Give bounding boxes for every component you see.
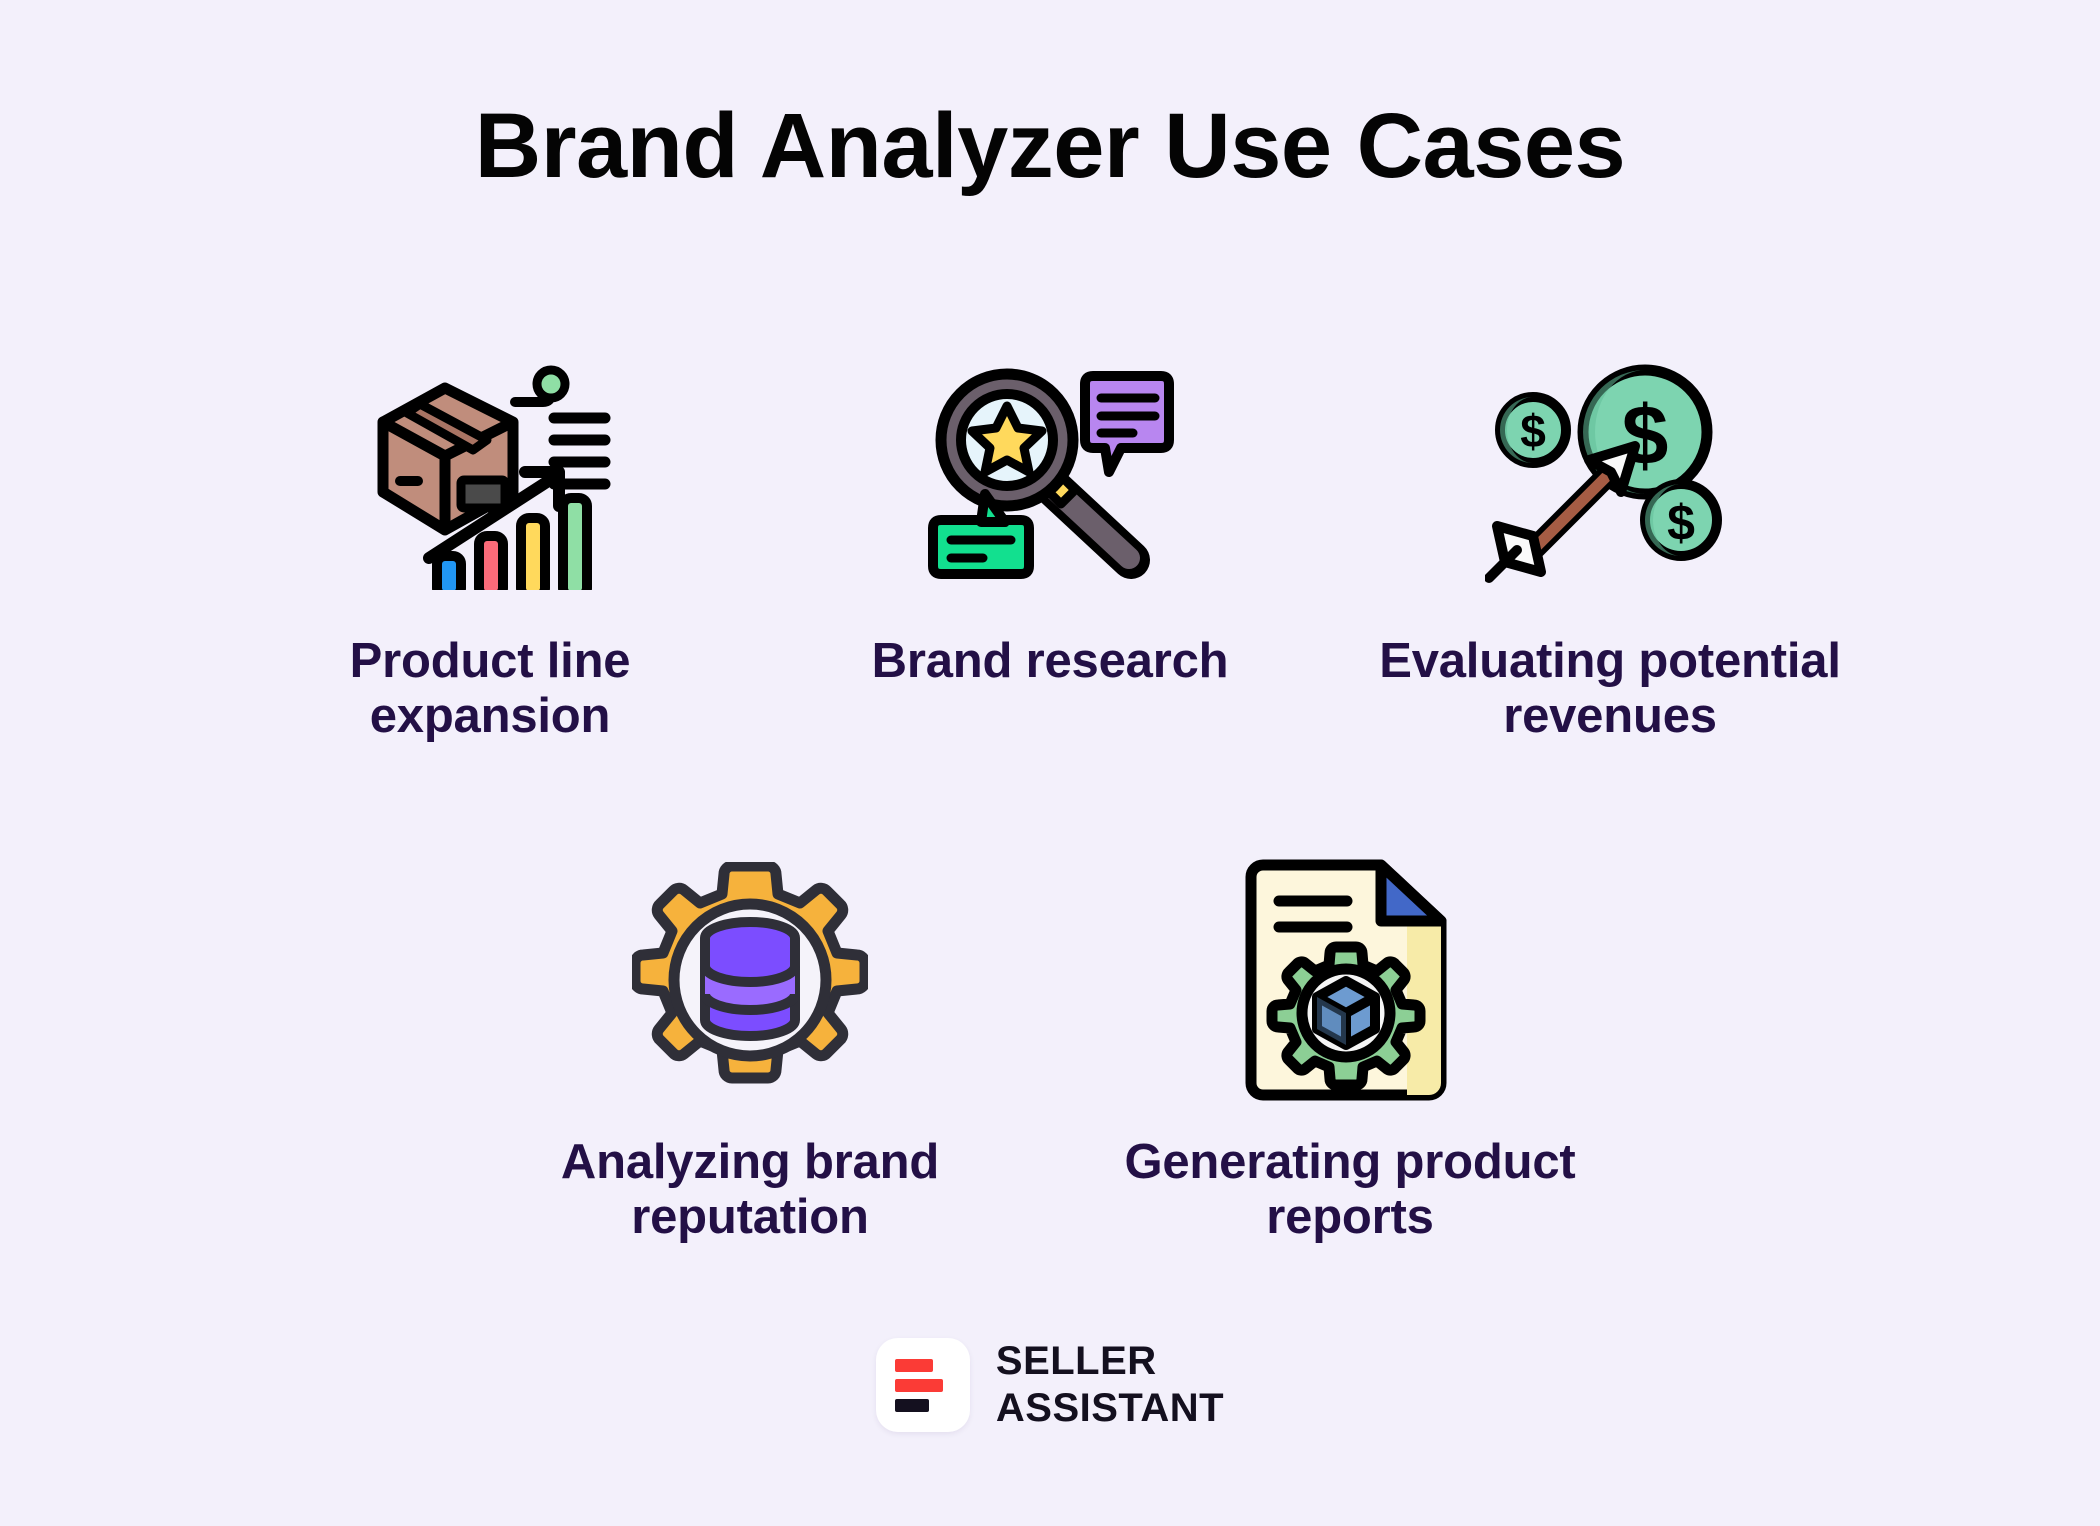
use-case-generating-product-reports[interactable]: Generating product reports (1050, 855, 1650, 1245)
magnifier-star-reviews-icon (925, 350, 1175, 600)
footer-branding: SELLER ASSISTANT (0, 1338, 2100, 1433)
product-box-growth-chart-icon (365, 350, 615, 600)
page-title: Brand Analyzer Use Cases (474, 95, 1626, 197)
logo-wordmark-line-1: SELLER (995, 1339, 1157, 1383)
use-case-row-top: Product line expansion (0, 350, 2100, 744)
use-case-label: Evaluating potential revenues (1379, 634, 1841, 743)
use-case-label: Analyzing brand reputation (560, 1135, 940, 1244)
use-case-label: Product line expansion (349, 634, 631, 743)
use-case-row-bottom: Analyzing brand reputation (0, 855, 2100, 1245)
use-case-product-line-expansion[interactable]: Product line expansion (210, 350, 770, 744)
use-case-evaluating-potential-revenues[interactable]: $ $ $ (1330, 350, 1890, 744)
use-case-label: Generating product reports (1124, 1135, 1576, 1244)
gear-database-icon (632, 855, 868, 1105)
svg-text:$: $ (1520, 405, 1546, 457)
svg-text:$: $ (1667, 495, 1695, 551)
logo-bar-red-top (894, 1358, 933, 1372)
seller-assistant-logo-mark (875, 1338, 970, 1433)
document-gear-cube-icon (1245, 855, 1455, 1105)
use-case-label: Brand research (871, 634, 1229, 688)
logo-bar-red-middle (894, 1378, 943, 1392)
logo-bar-dark-bottom (894, 1398, 929, 1412)
use-case-analyzing-brand-reputation[interactable]: Analyzing brand reputation (450, 855, 1050, 1245)
use-case-brand-research[interactable]: Brand research (770, 350, 1330, 689)
logo-wordmark-line-2: ASSISTANT (995, 1386, 1225, 1431)
logo-wordmark: SELLER ASSISTANT (996, 1338, 1224, 1432)
coins-target-arrow-icon: $ $ $ (1485, 350, 1735, 600)
